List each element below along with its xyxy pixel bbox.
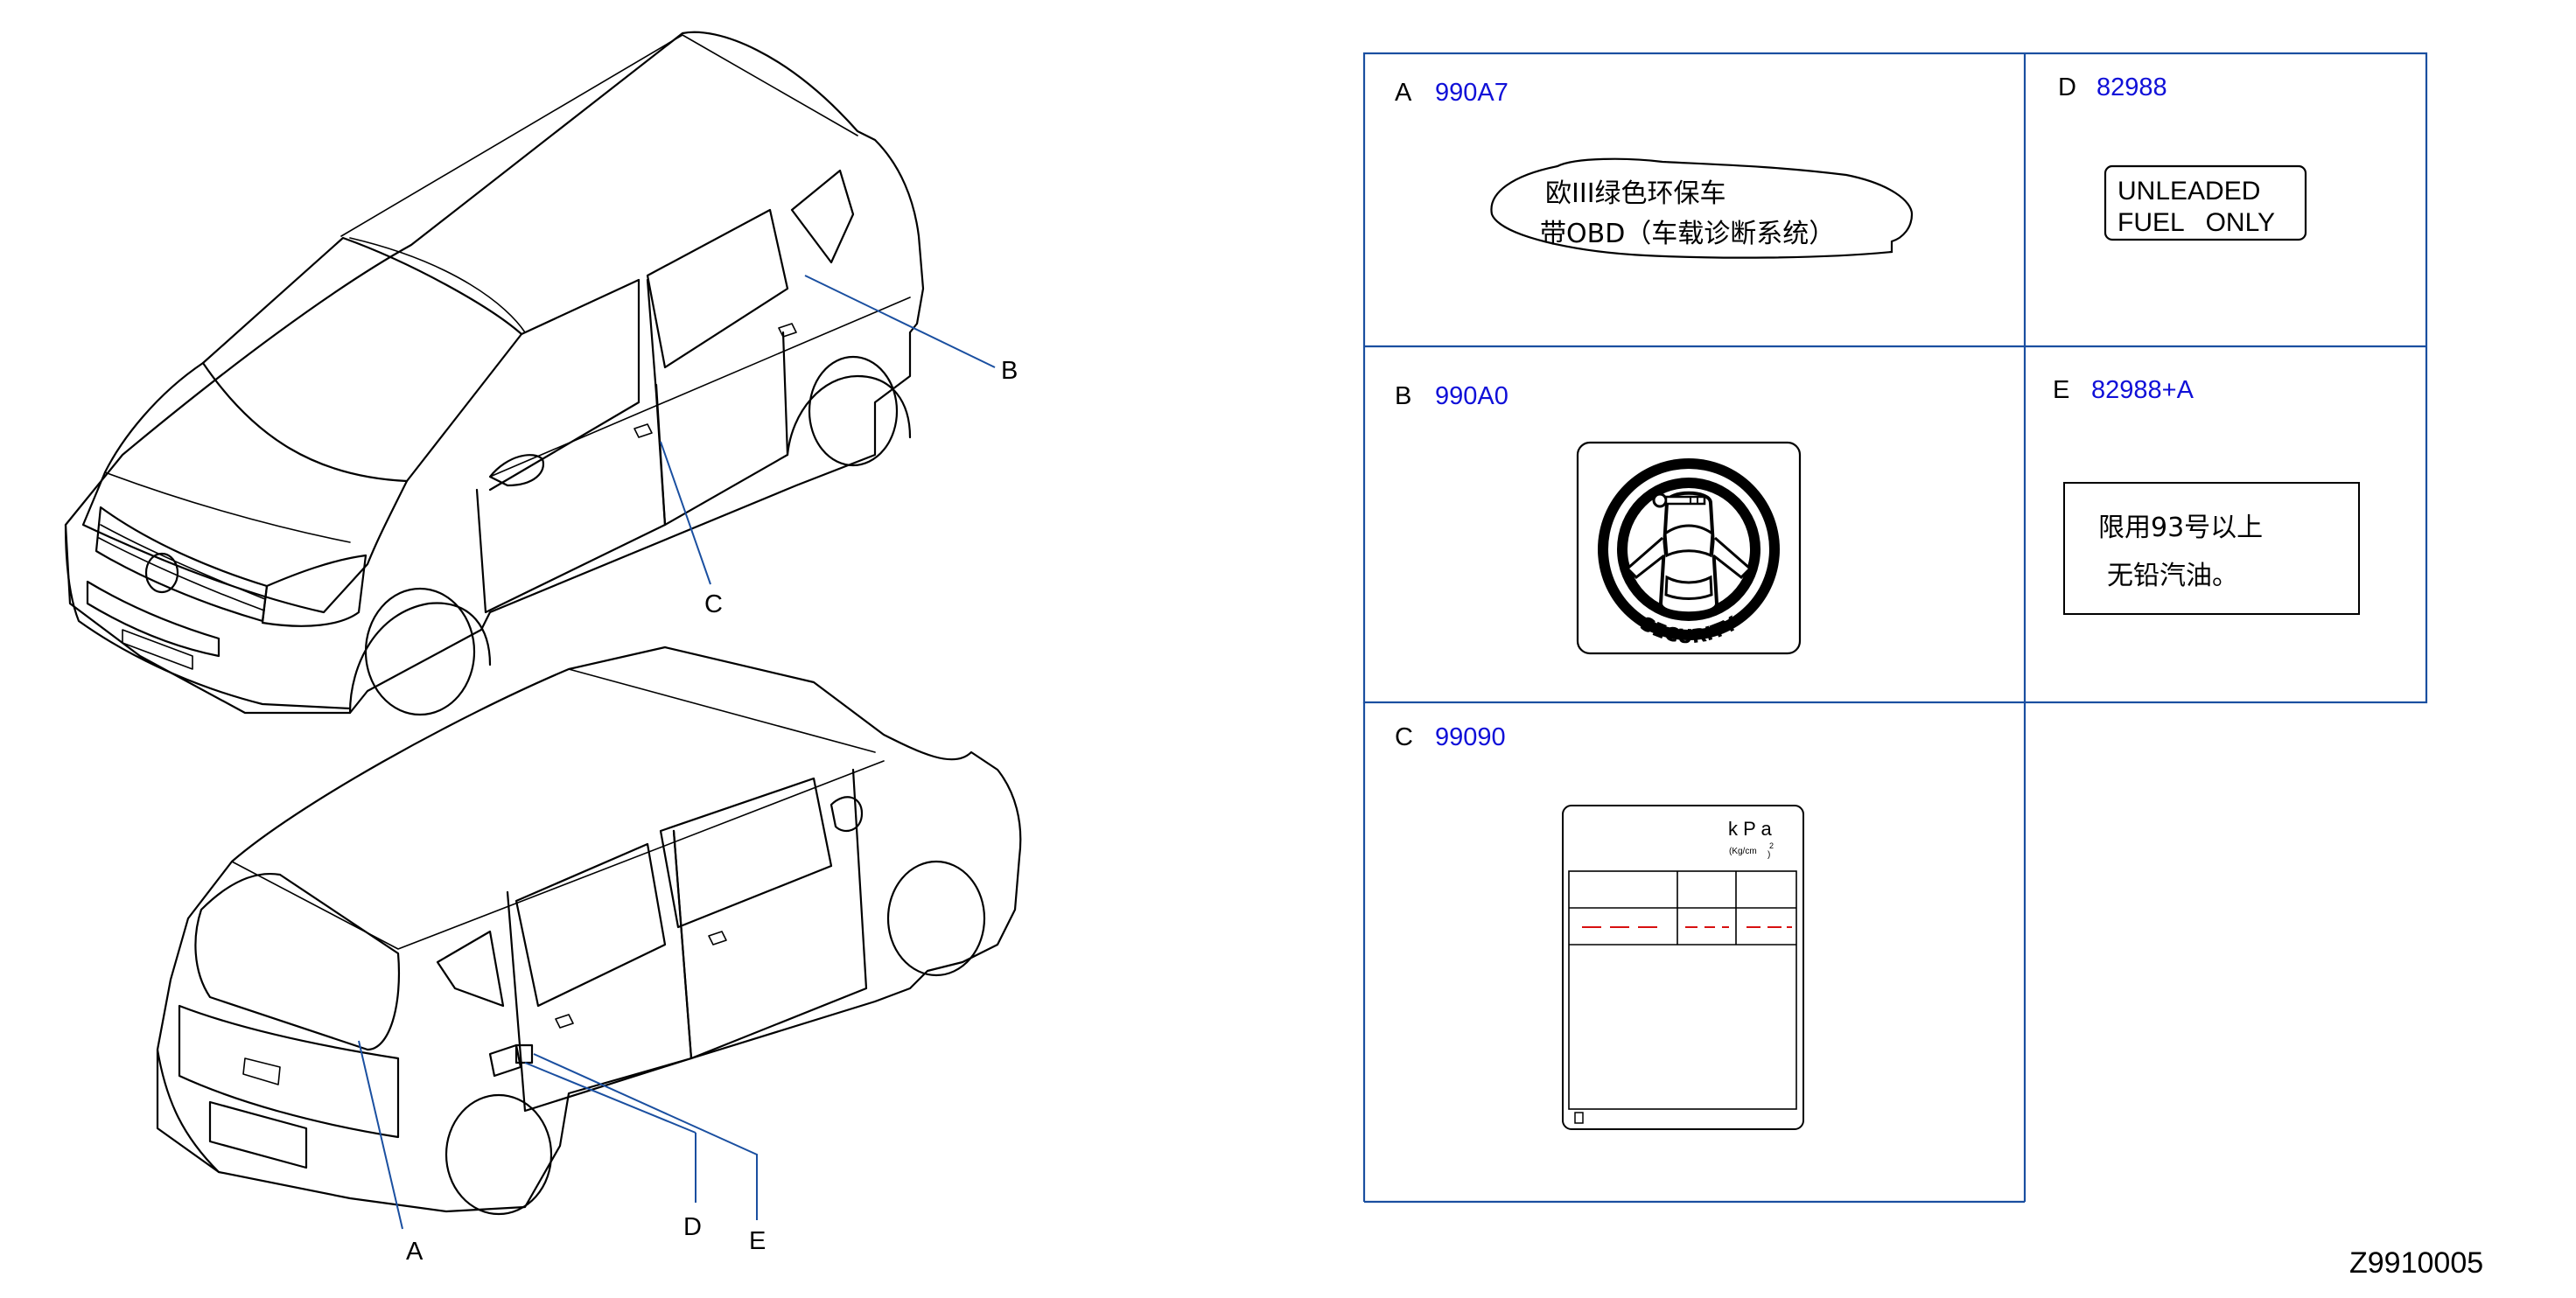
label-d-outline	[2104, 164, 2307, 241]
cell-d-letter: D	[2058, 73, 2076, 101]
callout-d: D	[683, 1213, 702, 1241]
label-c-unit-close: )	[1768, 850, 1770, 860]
cell-a-letter: A	[1395, 79, 1412, 107]
label-a-outline	[1490, 157, 1914, 259]
cell-b-part-no: 990A0	[1435, 382, 1508, 410]
key-icon	[1652, 492, 1706, 508]
cell-a: A 990A7 欧III绿色环保车 带OBD（车载诊断系统）	[1395, 79, 1914, 259]
leader-lines	[358, 275, 996, 1230]
label-b-outline	[1576, 441, 1802, 655]
tire-table-frame	[1568, 870, 1797, 1110]
label-a-line2: 带OBD（车载诊断系统）	[1540, 219, 1835, 249]
label-c-unit: k P a	[1728, 818, 1773, 840]
label-e-line1: 限用93号以上	[2098, 513, 2263, 543]
cell-c: C 99090 k P a (Kg/cm 2 )	[1395, 723, 1804, 1130]
car-rear-view	[156, 646, 1022, 1216]
diagram-code: Z9910005	[2349, 1246, 2483, 1280]
car-front-view	[64, 31, 925, 716]
cell-e: E 82988+A 限用93号以上 无铅汽油。	[2053, 376, 2360, 615]
label-d-line2: FUEL ONLY	[2118, 208, 2275, 237]
cell-b: B 990A0 SECURITY	[1395, 382, 1802, 655]
label-e-outline	[2063, 482, 2360, 615]
label-c-unit-sub: (Kg/cm	[1729, 847, 1757, 856]
label-e-line2: 无铅汽油。	[2107, 561, 2238, 591]
callout-c: C	[704, 590, 723, 618]
callout-e: E	[749, 1227, 766, 1255]
cell-b-letter: B	[1395, 382, 1411, 410]
label-grid	[1362, 52, 2428, 1204]
cell-d: D 82988 UNLEADED FUEL ONLY	[2058, 73, 2307, 241]
cell-e-part-no: 82988+A	[2091, 376, 2194, 404]
label-a-line1: 欧III绿色环保车	[1545, 178, 1726, 209]
callout-b: B	[1001, 357, 1018, 385]
security-emblem: SECURITY	[1598, 458, 1780, 648]
label-c-unit-sup: 2	[1769, 841, 1774, 850]
label-c-outline	[1562, 805, 1804, 1130]
label-d-line1: UNLEADED	[2118, 177, 2260, 206]
cell-a-part-no: 990A7	[1435, 79, 1508, 107]
callout-a: A	[406, 1238, 424, 1266]
cell-e-letter: E	[2053, 376, 2069, 404]
label-c-corner-mark	[1574, 1112, 1584, 1124]
cell-c-part-no: 99090	[1435, 723, 1506, 751]
cell-d-part-no: 82988	[2096, 73, 2167, 101]
cell-c-letter: C	[1395, 723, 1413, 751]
